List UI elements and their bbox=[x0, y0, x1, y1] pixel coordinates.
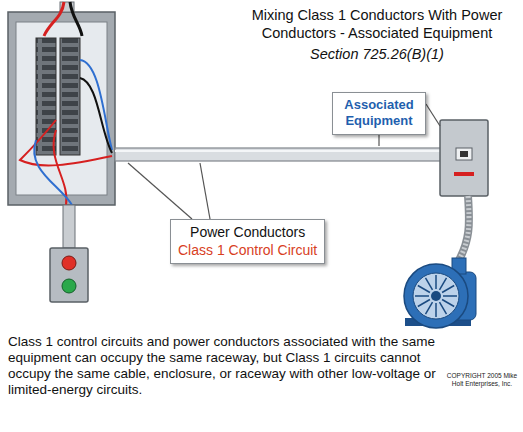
fan-blade bbox=[443, 295, 457, 297]
flexible-conduit bbox=[458, 196, 469, 262]
fan-blade bbox=[440, 278, 447, 290]
selector-switch bbox=[460, 151, 468, 157]
leader-line bbox=[426, 104, 440, 126]
wire-red bbox=[44, 2, 64, 36]
wire-red bbox=[20, 120, 112, 166]
callout-text: Power Conductors bbox=[178, 224, 317, 242]
fan-blade bbox=[435, 303, 437, 317]
indicator bbox=[454, 172, 474, 176]
fan-blade bbox=[440, 302, 447, 314]
section-reference: Section 725.26(B)(1) bbox=[262, 45, 492, 63]
callout-text: Associated Equipment bbox=[340, 97, 418, 130]
motor-housing bbox=[404, 264, 468, 328]
leader-line bbox=[378, 135, 379, 147]
fan-blade bbox=[442, 286, 454, 293]
panelboard bbox=[8, 12, 115, 205]
leader-line bbox=[200, 163, 210, 219]
shaft bbox=[431, 291, 441, 301]
fan-blade bbox=[418, 286, 430, 293]
breakers bbox=[60, 38, 80, 155]
panel-interior bbox=[16, 22, 107, 195]
copyright-note: COPYRIGHT 2005 Mike Holt Enterprises, In… bbox=[446, 372, 518, 388]
fan-blade bbox=[426, 278, 433, 290]
leader-line bbox=[128, 163, 192, 219]
pushbutton-station bbox=[50, 248, 88, 302]
caption: Class 1 control circuits and power condu… bbox=[8, 334, 436, 398]
flexible-conduit bbox=[458, 196, 469, 262]
selector-switch bbox=[456, 148, 472, 160]
stop-button bbox=[62, 256, 76, 270]
fan-blade bbox=[435, 275, 437, 289]
fan-blade bbox=[426, 302, 433, 314]
fan-blade bbox=[442, 300, 454, 307]
wire-red bbox=[54, 130, 67, 205]
start-button bbox=[62, 279, 76, 293]
wire-blue bbox=[80, 60, 112, 150]
fan-cover bbox=[413, 273, 459, 319]
callout-box: Power ConductorsClass 1 Control Circuit bbox=[170, 219, 325, 264]
fan-grille bbox=[415, 275, 457, 317]
breakers bbox=[36, 38, 56, 155]
callout-text: Class 1 Control Circuit bbox=[178, 242, 317, 260]
wire-blue bbox=[34, 140, 72, 205]
conduit bbox=[63, 205, 75, 248]
fan-blade bbox=[418, 300, 430, 307]
raceway bbox=[115, 148, 441, 161]
callout-box: Associated Equipment bbox=[332, 92, 426, 135]
equipment-enclosure bbox=[440, 120, 488, 196]
title: Mixing Class 1 Conductors With Power Con… bbox=[236, 6, 518, 42]
fan-blade bbox=[415, 295, 429, 297]
raceway-highlight bbox=[115, 150, 441, 152]
wire-black bbox=[80, 78, 112, 153]
wire-black bbox=[70, 2, 82, 36]
